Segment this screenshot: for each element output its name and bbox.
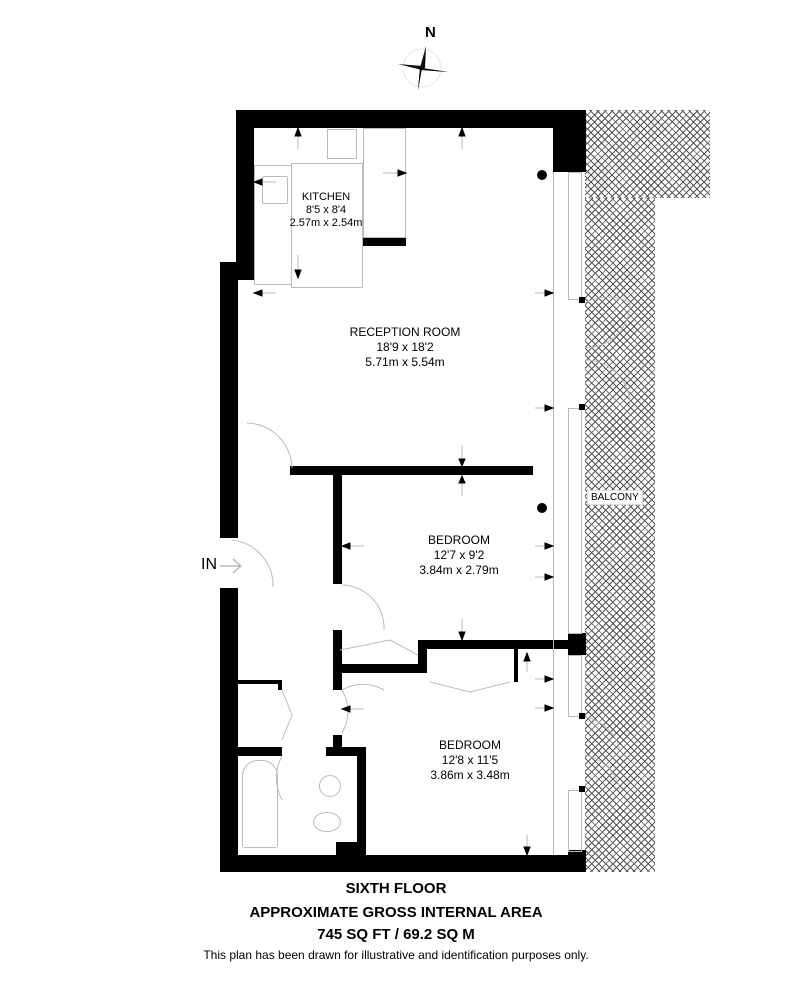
room-label-bedroom-2: BEDROOM 12'8 x 11'5 3.86m x 3.48m: [430, 738, 509, 783]
room-name: RECEPTION ROOM: [349, 325, 461, 339]
window-post-3: [579, 713, 585, 719]
window-frame-1: [568, 172, 582, 300]
wall-closet-left: [333, 630, 342, 690]
room-metric: 3.84m x 2.79m: [419, 563, 499, 577]
kitchen-counter-end: [362, 237, 406, 246]
cupboard-doors: [281, 689, 293, 741]
room-name: KITCHEN: [301, 191, 351, 203]
wall-left-upper: [236, 110, 254, 280]
wall-cupboard-base: [236, 747, 282, 751]
wall-bath-right: [357, 747, 366, 857]
wall-bottom: [220, 855, 586, 872]
disclaimer: This plan has been drawn for illustrativ…: [203, 948, 589, 962]
room-metric: 2.57m x 2.54m: [289, 217, 363, 229]
window-post-2: [579, 404, 585, 410]
window-frame-4: [568, 790, 582, 852]
door-arc-reception: [246, 422, 293, 469]
room-imperial: 12'7 x 9'2: [433, 548, 485, 562]
entrance-label: IN: [201, 556, 217, 573]
window-post-4: [579, 786, 585, 792]
wall-wardrobe-base: [333, 664, 427, 673]
balcony-area-top: [585, 110, 710, 198]
wall-top: [236, 110, 586, 128]
entrance-arrow-icon: [220, 558, 243, 574]
wall-wardrobe-left: [418, 640, 427, 673]
room-imperial: 18'9 x 18'2: [376, 340, 434, 354]
door-arc-bedroom1: [341, 584, 385, 631]
floor-title: SIXTH FLOOR: [345, 880, 447, 897]
room-name: BEDROOM: [427, 533, 490, 547]
bathtub-icon: [242, 760, 278, 848]
door-arc-balcony-1-upper: [584, 296, 631, 349]
door-arc-balcony-2-lower: [584, 754, 621, 791]
kitchen-island: [291, 163, 363, 288]
wall-bath-corner: [336, 842, 360, 856]
wardrobe-doors-1: [339, 639, 419, 656]
wall-cupboard-top: [236, 680, 282, 684]
wall-bedroom-divider: [418, 640, 586, 649]
hob-icon: [327, 129, 357, 159]
room-metric: 3.86m x 3.48m: [430, 768, 510, 782]
wall-bath-top: [236, 747, 282, 756]
wall-hall-bedroom: [333, 466, 342, 584]
room-imperial: 12'8 x 11'5: [441, 753, 499, 767]
room-metric: 5.71m x 5.54m: [365, 355, 445, 369]
room-name: BEDROOM: [438, 738, 501, 752]
door-arc-bathroom: [275, 755, 283, 801]
wall-right-block-mid: [568, 633, 586, 655]
wall-reception-bedroom: [290, 466, 533, 475]
compass-north-label: N: [425, 24, 436, 41]
washbasin-icon: [319, 775, 341, 797]
wardrobe-doors-2: [429, 681, 511, 693]
area-value: 745 SQ FT / 69.2 SQ M: [317, 926, 475, 943]
kitchen-worktop-right: [363, 128, 406, 238]
wall-wardrobe-right: [514, 648, 518, 682]
area-title: APPROXIMATE GROSS INTERNAL AREA: [249, 904, 543, 921]
room-label-reception: RECEPTION ROOM 18'9 x 18'2 5.71m x 5.54m: [350, 325, 461, 370]
room-imperial: 8'5 x 8'4: [305, 204, 347, 216]
compass-rose-icon: [398, 46, 448, 90]
wall-hall-stub: [333, 735, 342, 749]
structural-column: [537, 503, 547, 513]
wall-left-hall-upper: [220, 410, 238, 538]
wall-bath-right-top: [326, 747, 366, 756]
door-arc-balcony-2-upper: [584, 716, 621, 751]
toilet-icon: [313, 812, 341, 832]
window-post-1: [579, 297, 585, 303]
structural-column: [537, 170, 547, 180]
door-arc-balcony-1-lower: [584, 359, 631, 406]
wall-left-lower: [220, 588, 238, 872]
dimension-line-right: [553, 172, 554, 855]
compass: N: [392, 24, 452, 94]
wall-bottom-right-block: [568, 850, 586, 872]
window-frame-2: [568, 408, 582, 634]
sink-icon: [262, 176, 288, 204]
room-label-bedroom-1: BEDROOM 12'7 x 9'2 3.84m x 2.79m: [419, 533, 498, 578]
door-arc-entrance: [231, 539, 274, 588]
wall-top-right-block: [553, 110, 586, 172]
window-frame-3: [568, 655, 582, 717]
room-label-kitchen: KITCHEN 8'5 x 8'4 2.57m x 2.54m: [290, 191, 363, 230]
balcony-label: BALCONY: [587, 490, 643, 505]
wall-cupboard-side: [278, 680, 282, 690]
